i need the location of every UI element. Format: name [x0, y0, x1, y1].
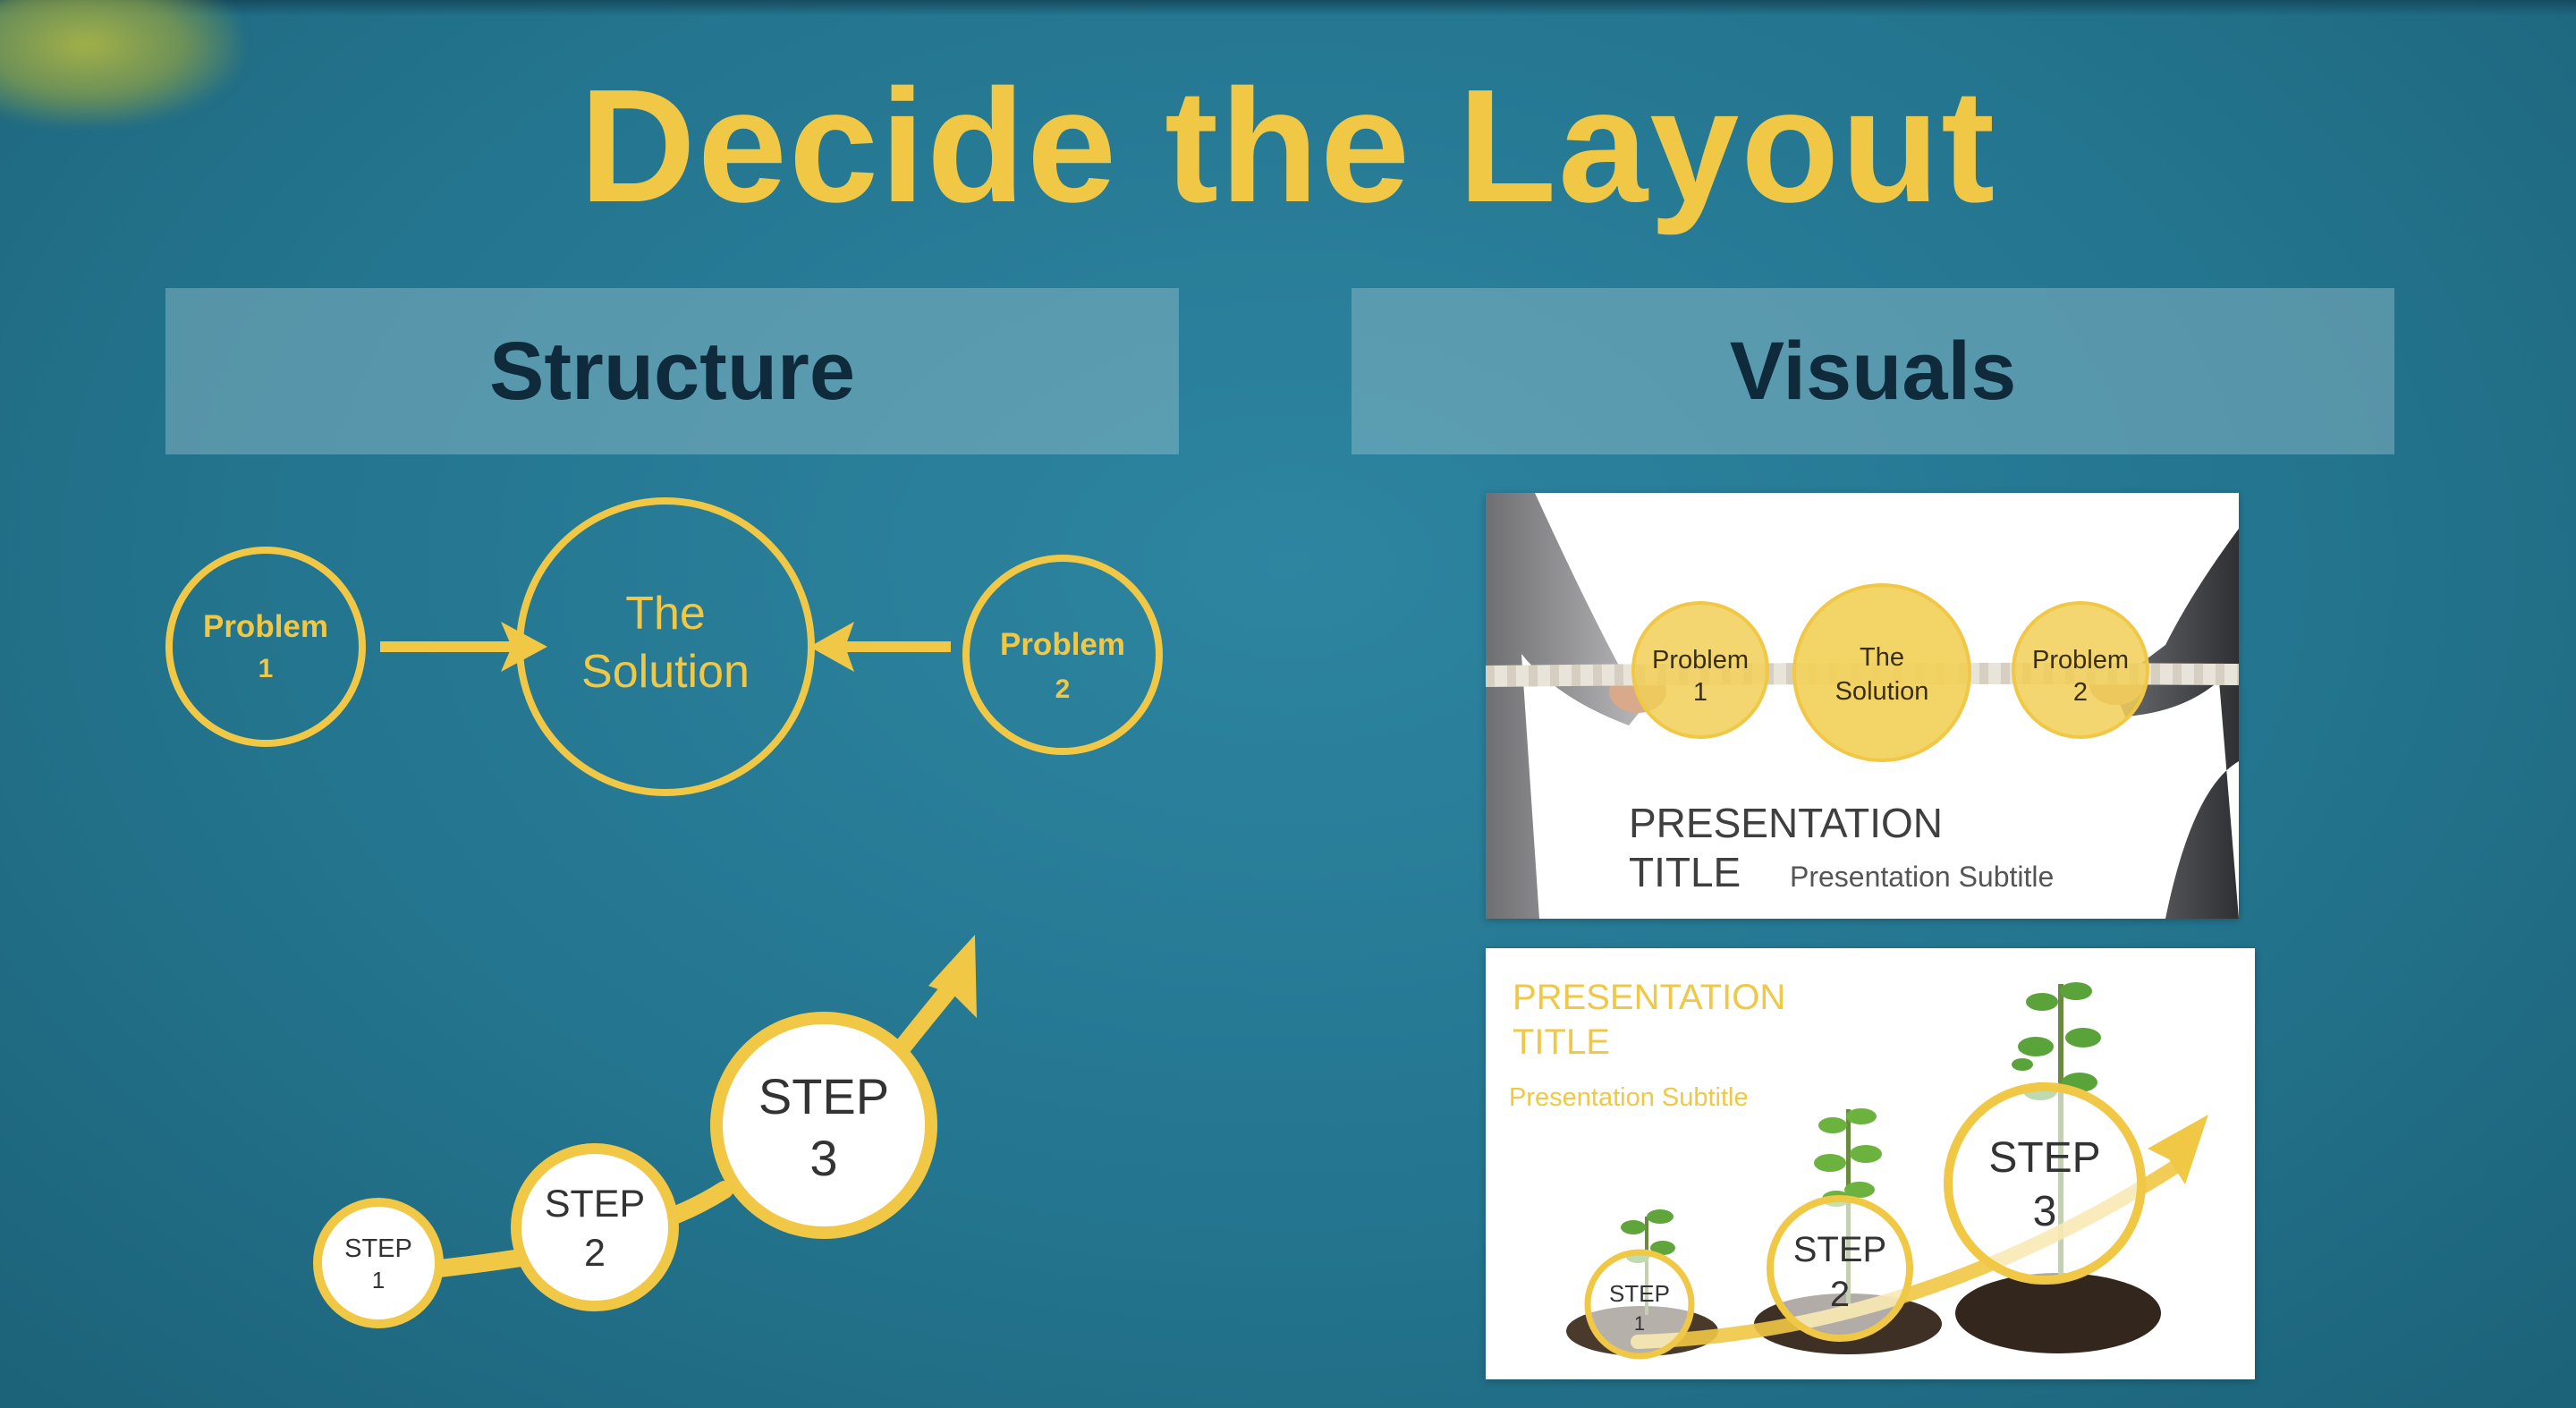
slide2-graphic: PRESENTATION TITLE Presentation Subtitle — [1509, 978, 2208, 1360]
slide2-title-line1: PRESENTATION — [1513, 978, 1785, 1017]
right-arm-photo — [2112, 529, 2239, 919]
step-2-circle — [511, 1143, 679, 1311]
page-title: Decide the Layout — [579, 56, 1997, 236]
problem-2-number: 2 — [1055, 674, 1071, 704]
slide2-step-1-label: STEP — [1609, 1280, 1670, 1307]
visuals-header: Visuals — [1352, 288, 2394, 454]
slide1-graphic: Problem 1 The Solution Problem 2 PRESENT… — [1486, 493, 2239, 919]
slide2-step-3-circle — [1944, 1082, 2146, 1285]
step-2-label: STEP — [545, 1183, 645, 1226]
visual-slide-tug-of-war: Problem 1 The Solution Problem 2 PRESENT… — [1486, 493, 2239, 919]
step-1-number: 1 — [372, 1267, 385, 1293]
step-1-circle — [313, 1198, 444, 1328]
slide2-step-2-circle — [1767, 1195, 1913, 1342]
problem-2-circle — [962, 555, 1163, 755]
slide2-title-line2: TITLE — [1513, 1022, 1610, 1062]
slide1-solution-label-line2: Solution — [1835, 677, 1929, 706]
steps-diagram: STEP 1 STEP 2 STEP 3 — [313, 935, 977, 1328]
slide1-subtitle: Presentation Subtitle — [1790, 861, 2054, 893]
step-3-circle — [710, 1012, 937, 1239]
soil-mound-3 — [1955, 1273, 2161, 1353]
slide2-arrow-head-icon — [2148, 1115, 2208, 1184]
left-arm-photo — [1486, 493, 1647, 919]
problem-solution-diagram: Problem 1 The Solution Problem 2 — [165, 497, 1163, 796]
step-1-label: STEP — [344, 1234, 412, 1263]
slide2-subtitle: Presentation Subtitle — [1509, 1083, 1749, 1112]
problem-1-label: Problem — [203, 609, 328, 644]
step-2-number: 2 — [584, 1232, 606, 1275]
structure-header-label: Structure — [489, 325, 855, 417]
step-3-label: STEP — [758, 1068, 889, 1124]
slide2-step-2-number: 2 — [1830, 1275, 1850, 1314]
steps-arrow-head-icon — [928, 935, 977, 1018]
slide1-problem-1-number: 1 — [1693, 678, 1707, 707]
problem-2-label: Problem — [1000, 627, 1125, 662]
video-top-strip — [0, 0, 2576, 16]
slide2-step-3-number: 3 — [2033, 1188, 2057, 1235]
blurred-corner-overlay — [0, 0, 242, 125]
visual-slide-growing-plants: PRESENTATION TITLE Presentation Subtitle — [1486, 948, 2255, 1379]
slide2-step-1-number: 1 — [1634, 1312, 1645, 1335]
slide1-solution-label-line1: The — [1860, 643, 1904, 672]
problem-1-circle — [165, 547, 366, 747]
arrow-head-right-icon — [501, 622, 547, 672]
slide1-problem-1-circle — [1631, 601, 1769, 739]
slide2-step-2-label: STEP — [1793, 1230, 1886, 1269]
structure-diagrams: Problem 1 The Solution Problem 2 STEP 1 … — [165, 497, 1163, 1328]
slide1-problem-2-number: 2 — [2073, 678, 2088, 707]
slide2-step-1-circle — [1584, 1249, 1695, 1360]
slide1-problem-2-label: Problem — [2032, 646, 2129, 674]
step-3-number: 3 — [809, 1130, 837, 1186]
visuals-header-label: Visuals — [1729, 325, 2017, 417]
slide2-step-3-label: STEP — [1988, 1134, 2100, 1182]
slide1-title-line2: TITLE — [1629, 849, 1741, 895]
structure-header: Structure — [165, 288, 1179, 454]
slide1-problem-1-label: Problem — [1652, 646, 1749, 674]
slide1-problem-2-circle — [2012, 601, 2149, 739]
solution-label-line2: Solution — [581, 646, 750, 698]
slide1-solution-circle — [1792, 583, 1971, 762]
problem-1-number: 1 — [258, 654, 274, 683]
slide1-title-line1: PRESENTATION — [1629, 800, 1943, 846]
solution-label-line1: The — [625, 588, 706, 640]
arrow-head-left-icon — [809, 622, 854, 672]
